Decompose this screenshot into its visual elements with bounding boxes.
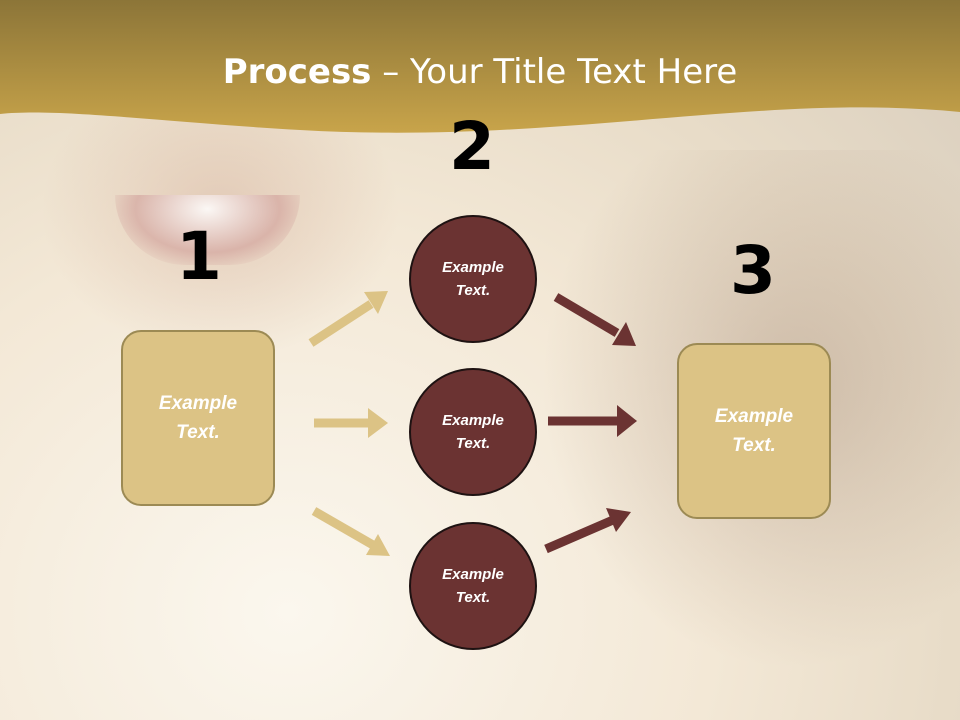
circle-top-text: Example Text. bbox=[442, 259, 504, 299]
title-bold: Process bbox=[222, 52, 372, 92]
gold-arrow-down bbox=[311, 507, 390, 556]
slide-title: Process – Your Title Text Here bbox=[0, 52, 960, 92]
step-number-3: 3 bbox=[730, 232, 776, 309]
maroon-arrow-middle bbox=[548, 405, 637, 437]
maroon-arrow-up bbox=[544, 508, 631, 554]
left-box: Example Text. bbox=[121, 330, 275, 506]
title-rest: – Your Title Text Here bbox=[371, 52, 738, 92]
circle-top: Example Text. bbox=[409, 215, 537, 343]
circle-middle: Example Text. bbox=[409, 368, 537, 496]
gold-arrow-middle bbox=[314, 408, 388, 438]
maroon-arrow-down bbox=[553, 293, 636, 346]
gold-arrow-up bbox=[308, 291, 388, 347]
circle-middle-text: Example Text. bbox=[442, 412, 504, 452]
circle-bottom: Example Text. bbox=[409, 522, 537, 650]
left-box-text: Example Text. bbox=[158, 393, 238, 443]
circle-bottom-text: Example Text. bbox=[442, 566, 504, 606]
right-box-text: Example Text. bbox=[714, 406, 794, 456]
step-number-1: 1 bbox=[176, 218, 222, 295]
step-number-2: 2 bbox=[449, 108, 495, 185]
header-band bbox=[0, 0, 960, 133]
right-box: Example Text. bbox=[677, 343, 831, 519]
